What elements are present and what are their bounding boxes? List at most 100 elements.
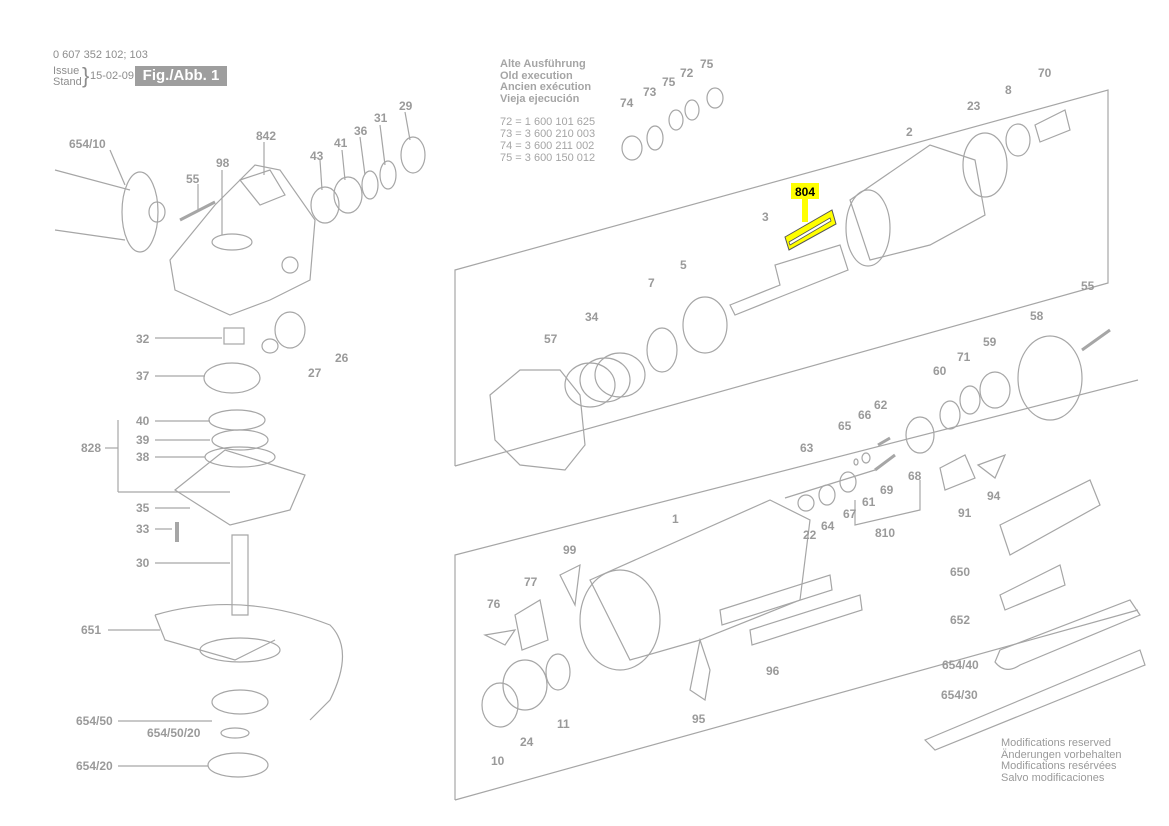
label-67: 67 bbox=[843, 507, 857, 521]
rod-63 bbox=[784, 469, 876, 499]
label-57: 57 bbox=[544, 332, 558, 346]
label-10: 10 bbox=[491, 754, 505, 768]
label-36: 36 bbox=[354, 124, 368, 138]
part-75b bbox=[706, 87, 724, 109]
label-91: 91 bbox=[958, 506, 972, 520]
ring-36 bbox=[361, 170, 379, 200]
part-65 bbox=[853, 458, 859, 466]
disc-654-10-flange bbox=[121, 171, 159, 253]
label-72: 72 bbox=[680, 66, 694, 80]
modifications-line: Modifications resérvées bbox=[1001, 760, 1117, 772]
figure-label: Fig./Abb. 1 bbox=[135, 66, 227, 86]
label-55-right: 55 bbox=[1081, 279, 1095, 293]
label-95: 95 bbox=[692, 712, 706, 726]
spindle-30 bbox=[231, 534, 249, 616]
brace: } bbox=[82, 63, 90, 88]
label-651: 651 bbox=[81, 623, 101, 637]
strip-96b bbox=[749, 594, 863, 646]
label-34: 34 bbox=[585, 310, 599, 324]
label-75a: 75 bbox=[662, 75, 676, 89]
oring-23 bbox=[962, 132, 1008, 198]
oring-64 bbox=[818, 484, 836, 506]
pin-spanner-654-30 bbox=[923, 649, 1146, 751]
stand-label: Stand bbox=[53, 76, 82, 88]
brush-804-highlight[interactable] bbox=[784, 183, 837, 251]
label-22: 22 bbox=[803, 528, 817, 542]
frame-line-bottom-right bbox=[454, 609, 1139, 801]
part-numbers: 0 607 352 102; 103 bbox=[53, 49, 148, 61]
frame-line-bottom bbox=[454, 379, 1139, 800]
label-94: 94 bbox=[987, 489, 1001, 503]
label-59: 59 bbox=[983, 335, 997, 349]
label-654-10: 654/10 bbox=[69, 137, 106, 151]
housing-2 bbox=[849, 144, 986, 261]
handle-650 bbox=[999, 479, 1101, 556]
flange-654-50 bbox=[211, 689, 269, 715]
ring-71 bbox=[959, 385, 981, 415]
part-75a bbox=[668, 109, 684, 131]
label-24: 24 bbox=[520, 735, 534, 749]
label-65: 65 bbox=[838, 419, 852, 433]
knob-91 bbox=[939, 454, 976, 491]
label-41: 41 bbox=[334, 136, 348, 150]
label-33: 33 bbox=[136, 522, 150, 536]
spring-34 bbox=[579, 357, 631, 403]
ring-31 bbox=[379, 160, 397, 190]
label-60: 60 bbox=[933, 364, 947, 378]
label-30: 30 bbox=[136, 556, 150, 570]
label-64: 64 bbox=[821, 519, 835, 533]
part-66 bbox=[861, 452, 871, 464]
gear-37 bbox=[203, 362, 261, 394]
label-77: 77 bbox=[524, 575, 538, 589]
bearing-43 bbox=[310, 186, 340, 224]
old-execution-line: Alte Ausführung bbox=[500, 58, 586, 70]
spring-60 bbox=[939, 400, 961, 430]
shaft-70 bbox=[1034, 109, 1071, 143]
part-72 bbox=[684, 99, 700, 121]
label-98: 98 bbox=[216, 156, 230, 170]
spanner-654-40 bbox=[994, 599, 1141, 670]
oring-10 bbox=[481, 682, 519, 728]
part-74 bbox=[621, 135, 643, 161]
label-68: 68 bbox=[908, 469, 922, 483]
old-execution-line: Old execution bbox=[500, 69, 573, 82]
nipple-652 bbox=[999, 564, 1066, 611]
oring-11 bbox=[545, 653, 571, 691]
disc-654-10 bbox=[54, 169, 131, 241]
label-5: 5 bbox=[680, 258, 687, 272]
label-76: 76 bbox=[487, 597, 501, 611]
label-810: 810 bbox=[875, 526, 895, 540]
modifications-line: Änderungen vorbehalten bbox=[1001, 748, 1122, 761]
label-654-50: 654/50 bbox=[76, 714, 113, 728]
label-40: 40 bbox=[136, 414, 150, 428]
label-828: 828 bbox=[81, 441, 101, 455]
clip-76 bbox=[483, 629, 517, 646]
label-654-30: 654/30 bbox=[941, 688, 978, 702]
label-39: 39 bbox=[136, 433, 150, 447]
nut-654-20 bbox=[207, 752, 269, 778]
screw-55 bbox=[179, 200, 216, 222]
label-654-50-20: 654/50/20 bbox=[147, 726, 201, 740]
label-69: 69 bbox=[880, 483, 894, 497]
label-70: 70 bbox=[1038, 66, 1052, 80]
label-650: 650 bbox=[950, 565, 970, 579]
label-654-20: 654/20 bbox=[76, 759, 113, 773]
pinion-26 bbox=[274, 311, 306, 349]
label-43: 43 bbox=[310, 149, 324, 163]
label-2: 2 bbox=[906, 125, 913, 139]
issue-date: 15-02-09 bbox=[90, 70, 135, 82]
nut-32 bbox=[223, 327, 245, 345]
label-804[interactable]: 804 bbox=[795, 185, 815, 199]
part-95 bbox=[689, 637, 711, 702]
label-61: 61 bbox=[862, 495, 876, 509]
old-execution-title: Alte Ausführung Old execution Ancien exé… bbox=[500, 58, 591, 105]
label-27: 27 bbox=[308, 366, 322, 380]
label-654-40: 654/40 bbox=[942, 658, 979, 672]
old-execution-parts: 72 = 1 600 101 625 73 = 3 600 210 003 74… bbox=[500, 116, 595, 164]
part-99 bbox=[559, 563, 581, 608]
label-75b: 75 bbox=[700, 57, 714, 71]
label-32: 32 bbox=[136, 332, 150, 346]
bushing-61 bbox=[839, 471, 857, 493]
brush-holder-59 bbox=[979, 371, 1011, 409]
